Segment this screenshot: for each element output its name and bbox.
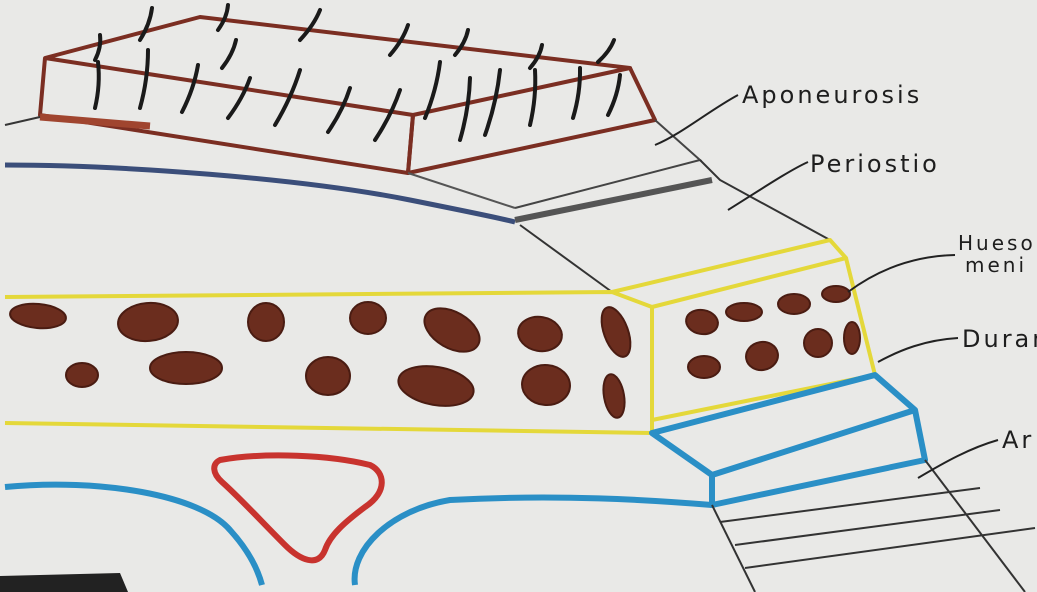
marrow-spot-icon bbox=[150, 352, 222, 384]
marrow-spot-icon bbox=[804, 329, 832, 357]
label-periostio: Periostio bbox=[810, 150, 940, 178]
label-dura: Durar bbox=[962, 325, 1037, 353]
marrow-spot-icon bbox=[350, 302, 386, 334]
marrow-spot-icon bbox=[306, 357, 350, 395]
dark-edge-object bbox=[0, 573, 128, 592]
label-hueso-line2: meni bbox=[965, 253, 1027, 277]
label-hueso: Hueso bbox=[958, 231, 1036, 255]
marrow-spot-icon bbox=[248, 303, 284, 341]
label-aponeurosis: Aponeurosis bbox=[742, 81, 922, 109]
marrow-spot-icon bbox=[822, 286, 850, 302]
marrow-spot-icon bbox=[778, 294, 810, 314]
marrow-spot-icon bbox=[844, 322, 860, 354]
marrow-spot-icon bbox=[66, 363, 98, 387]
marrow-spot-icon bbox=[688, 356, 720, 378]
label-arac: Ar bbox=[1002, 426, 1034, 454]
marrow-spot-icon bbox=[726, 303, 762, 321]
